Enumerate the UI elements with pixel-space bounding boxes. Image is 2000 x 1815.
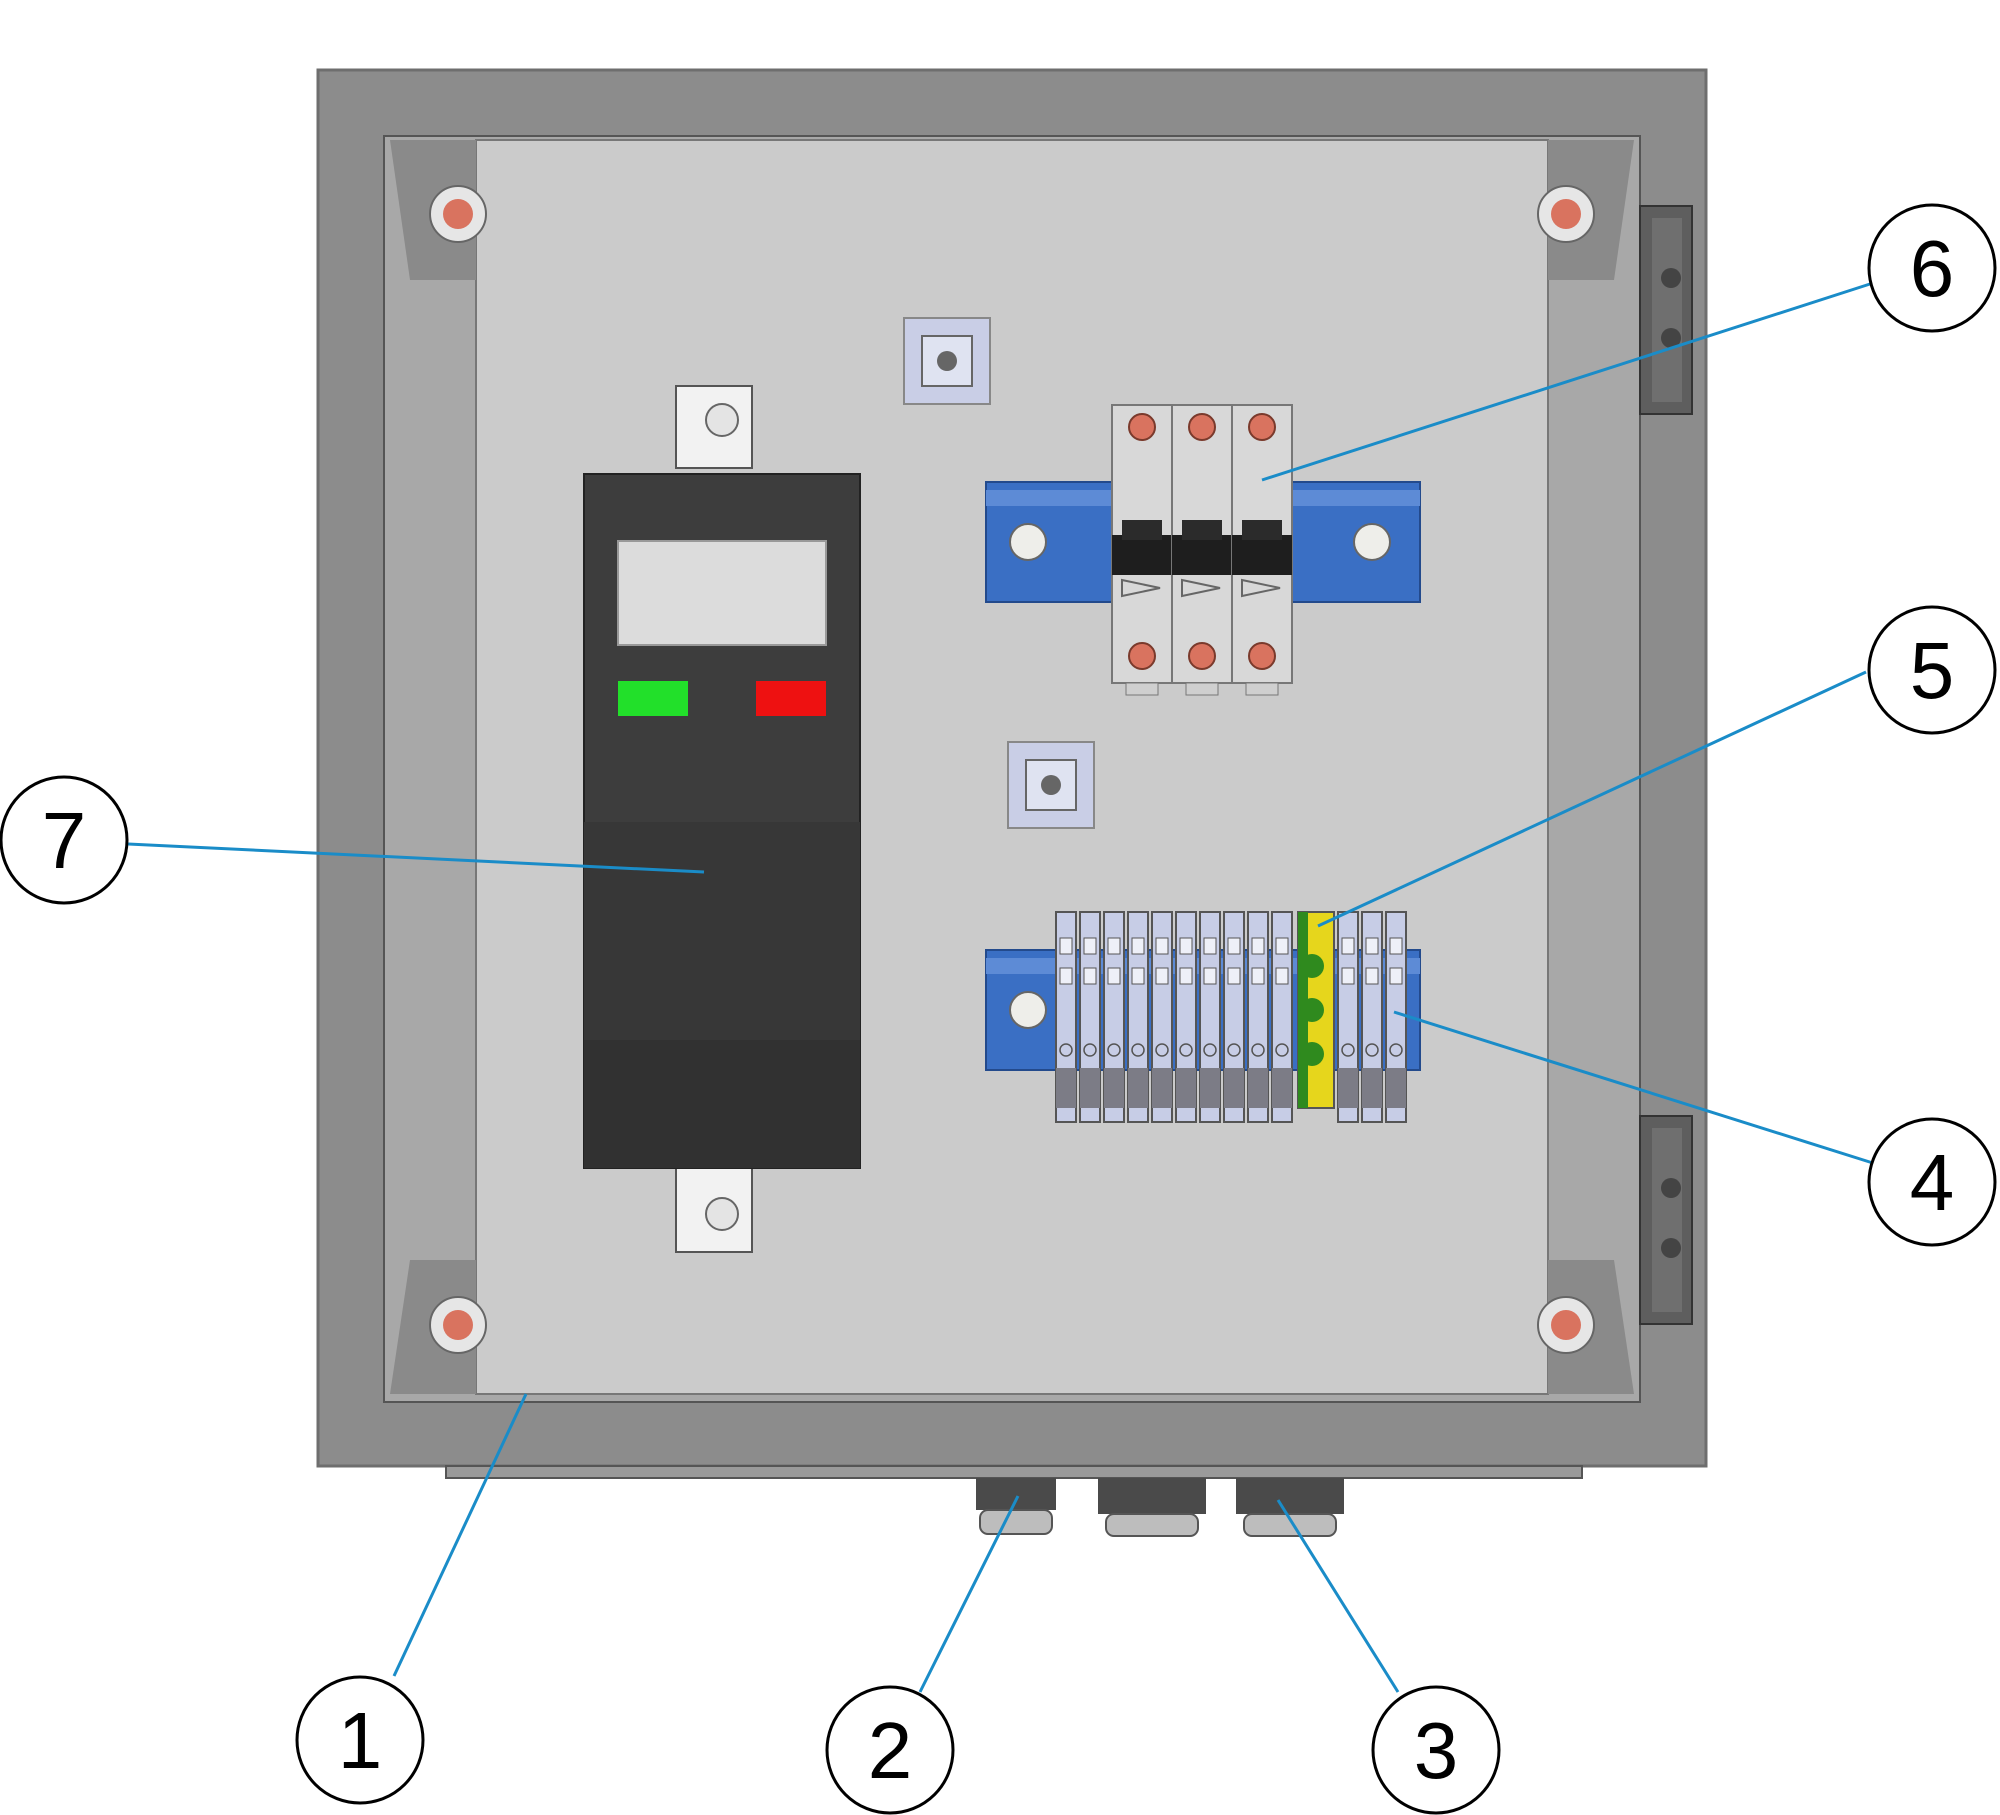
- callout-3: 3: [1371, 1685, 1501, 1815]
- callout-2: 2: [825, 1685, 955, 1815]
- cable-gland-large: [1236, 1478, 1344, 1537]
- callout-1: 1: [295, 1675, 425, 1805]
- callout-label: 7: [42, 796, 87, 885]
- status-led-green: [618, 681, 688, 716]
- cable-tie-mount: [1007, 741, 1095, 829]
- callout-7: 7: [0, 775, 129, 905]
- ground-terminal: [1297, 911, 1335, 1109]
- terminal-block: [1361, 911, 1383, 1123]
- terminal-block: [1385, 911, 1407, 1123]
- callout-label: 6: [1910, 224, 1955, 313]
- terminal-block: [1103, 911, 1125, 1123]
- callout-label: 2: [868, 1706, 913, 1795]
- corner-bolt: [429, 1296, 487, 1354]
- terminal-block: [1247, 911, 1269, 1123]
- hinge-bottom: [1639, 1115, 1693, 1325]
- callout-4: 4: [1867, 1117, 1997, 1247]
- terminal-block: [1199, 911, 1221, 1123]
- callout-label: 1: [338, 1696, 383, 1785]
- leader-line-5: [1317, 670, 1867, 928]
- hinge-top: [1639, 205, 1693, 415]
- cable-gland-large: [1098, 1478, 1206, 1537]
- controller-unit: [583, 385, 861, 1253]
- corner-bolt: [1537, 185, 1595, 243]
- circuit-breaker-assembly: [985, 404, 1421, 696]
- terminal-block: [1271, 911, 1293, 1123]
- rail-screw: [1009, 523, 1047, 561]
- terminal-block-assembly: [985, 911, 1421, 1123]
- callout-label: 4: [1910, 1138, 1955, 1227]
- breaker-pole: [1231, 404, 1293, 696]
- terminal-block: [1337, 911, 1359, 1123]
- controller-bottom-panel: [584, 1040, 860, 1168]
- breaker-pole: [1171, 404, 1233, 696]
- mounting-bracket-bottom: [675, 1167, 753, 1253]
- mounting-bracket-top: [675, 385, 753, 469]
- status-led-red: [756, 681, 826, 716]
- rail-screw: [1353, 523, 1391, 561]
- callout-6: 6: [1867, 203, 1997, 333]
- terminal-block: [1055, 911, 1077, 1123]
- terminal-block: [1079, 911, 1101, 1123]
- leader-line-6: [1261, 282, 1871, 482]
- controller-lower-panel: [584, 822, 860, 1040]
- callout-label: 3: [1414, 1706, 1459, 1795]
- terminal-block: [1223, 911, 1245, 1123]
- controller-display: [617, 540, 827, 646]
- leader-lines: [127, 282, 1877, 1693]
- corner-bolt: [429, 185, 487, 243]
- bottom-flange: [445, 1465, 1583, 1479]
- terminal-block: [1127, 911, 1149, 1123]
- leader-line-2: [918, 1495, 1020, 1693]
- rail-screw: [1009, 991, 1047, 1029]
- terminal-block: [1175, 911, 1197, 1123]
- callout-5: 5: [1867, 605, 1997, 735]
- breaker-pole: [1111, 404, 1173, 696]
- leader-line-4: [1393, 1010, 1877, 1166]
- cable-tie-mount: [903, 317, 991, 405]
- terminal-block: [1151, 911, 1173, 1123]
- callout-label: 5: [1910, 626, 1955, 715]
- corner-bolt: [1537, 1296, 1595, 1354]
- leader-line-7: [127, 842, 705, 874]
- leader-line-1: [392, 1393, 528, 1677]
- leader-line-3: [1276, 1499, 1400, 1693]
- cable-gland-small: [976, 1478, 1056, 1535]
